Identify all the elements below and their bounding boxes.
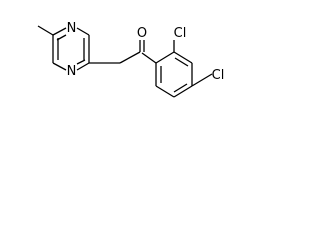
para-chlorine-bond <box>191 73 213 87</box>
molecule-structure: N N O Cl Cl <box>37 21 225 98</box>
pyrazine-bond-c2-n1-inner <box>76 59 86 65</box>
phenyl-bond-c2-c3 <box>173 51 193 64</box>
phenyl-bond-c2-c3-inner <box>174 57 189 67</box>
phenyl-bond-c4-c5 <box>173 85 193 98</box>
pyrazine-bond-n4-c5-inner <box>56 34 67 41</box>
pyrazine-bond-n1-c6 <box>52 62 67 71</box>
pyrazine-n-top-label: N <box>67 21 77 36</box>
carbonyl-to-phenyl-bond <box>141 52 157 64</box>
phenyl-bond-c1-c2 <box>155 51 175 64</box>
ch2-to-carbonyl-bond <box>119 51 141 64</box>
ortho-chlorine-label: Cl <box>174 26 187 41</box>
pyrazine-bond-n4-c3 <box>76 27 90 36</box>
pyrazine-bond-c2-n1 <box>76 62 90 71</box>
phenyl-bond-c5-c6 <box>155 85 175 98</box>
methyl-bond <box>37 25 54 36</box>
carbonyl-oxygen-label: O <box>137 26 147 41</box>
phenyl-bond-c4-c5-inner <box>173 83 188 93</box>
pyrazine-bond-c5-n4 <box>52 27 67 36</box>
pyrazine-n-bottom-label: N <box>67 64 77 79</box>
para-chlorine-label: Cl <box>212 68 225 83</box>
molecule-canvas: N N O Cl Cl <box>0 0 251 125</box>
